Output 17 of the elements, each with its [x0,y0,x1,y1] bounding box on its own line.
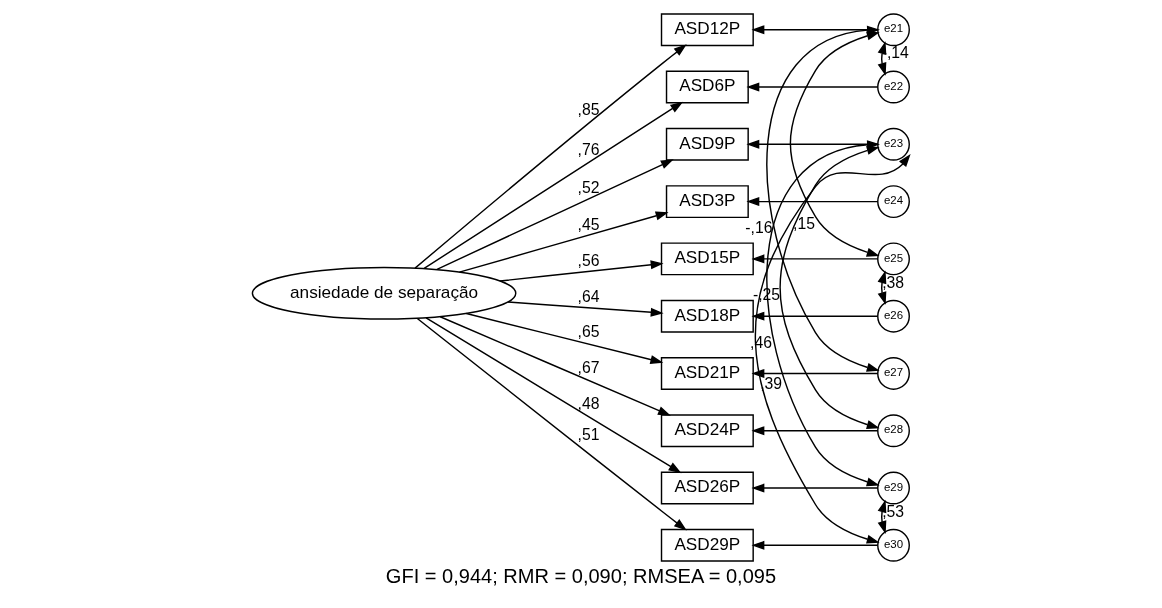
edge-label: -,14 [881,44,909,62]
edge-label: ,15 [793,215,815,233]
edge-label: ,76 [577,141,600,159]
edge-label: ,65 [577,323,600,341]
edge-label: ,38 [882,273,905,291]
edge-label: -,16 [745,219,773,237]
edge-label: ,45 [577,215,600,233]
edge-label: ,51 [577,426,600,444]
edge-label: ,48 [577,394,600,412]
edge-label: ,56 [577,251,600,269]
edge-label: ,52 [577,178,600,196]
edge-label: ,53 [882,502,905,520]
edge-label: ,67 [577,359,600,377]
edge-label: ,64 [577,287,600,305]
caption: GFI = 0,944; RMR = 0,090; RMSEA = 0,095 [385,564,777,587]
edge-label: ,85 [577,101,600,119]
edge-label: ,39 [760,375,783,393]
